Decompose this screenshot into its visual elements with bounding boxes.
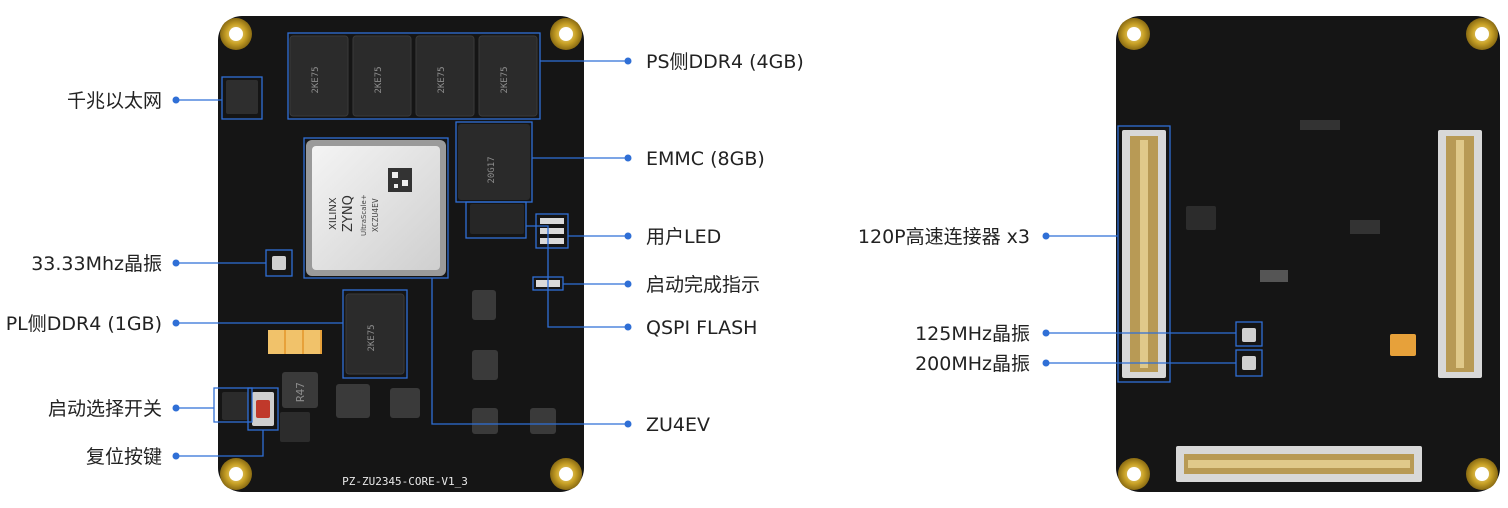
back-components <box>1186 120 1416 370</box>
front-silkscreen: PZ-ZU2345-CORE-V1_3 <box>342 475 468 488</box>
label-boot-done: 启动完成指示 <box>646 274 760 296</box>
label-crystal-33m: 33.33Mhz晶振 <box>31 253 162 275</box>
pl-ddr4-chip <box>345 293 405 375</box>
box-user-led <box>535 213 569 249</box>
box-ps-ddr4 <box>287 32 541 120</box>
ps-ddr4-chips: 2KE75 2KE75 2KE75 2KE75 <box>289 35 538 117</box>
label-reset: 复位按键 <box>86 446 162 468</box>
connector-right <box>1438 130 1482 378</box>
back-mount-holes <box>1118 18 1498 490</box>
crystal-33m <box>272 256 286 270</box>
dot-crystal <box>172 259 180 267</box>
box-ethernet <box>221 76 263 120</box>
fpga-family-text: ZYNQ <box>341 195 356 232</box>
dot-crystal-125m <box>1042 329 1050 337</box>
power-components: R47 <box>268 290 556 442</box>
boot-switch <box>222 392 248 420</box>
box-boot-switch <box>213 387 253 423</box>
ethernet-phy-chip <box>226 80 258 114</box>
dot-boot-switch <box>172 404 180 412</box>
emmc-chip <box>458 124 530 200</box>
qspi-flash-chip <box>470 204 524 234</box>
user-leds <box>540 218 564 244</box>
dot-ps-ddr4 <box>624 57 632 65</box>
pl-ddr-marking: 2KE75 <box>367 324 377 351</box>
fpga-series-text: UltraScale+ <box>360 194 368 236</box>
label-crystal-125m: 125MHz晶振 <box>915 323 1030 345</box>
front-board: 2KE75 2KE75 2KE75 2KE75 XILINX ZYNQ Ultr… <box>172 16 632 492</box>
dot-connector <box>1042 232 1050 240</box>
box-qspi <box>465 201 527 239</box>
label-qspi: QSPI FLASH <box>646 317 757 339</box>
back-board <box>1042 16 1500 492</box>
ddr-marking-1: 2KE75 <box>311 66 321 93</box>
dot-ethernet <box>172 96 180 104</box>
fpga-chip: XILINX ZYNQ UltraScale+ XCZU4EV <box>306 140 446 276</box>
back-pcb <box>1116 16 1500 492</box>
dot-reset <box>172 452 180 460</box>
ddr-marking-4: 2KE75 <box>500 66 510 93</box>
box-pl-ddr4 <box>342 289 408 379</box>
label-connector: 120P高速连接器 x3 <box>858 226 1030 248</box>
label-emmc: EMMC (8GB) <box>646 148 765 170</box>
box-connector-left <box>1117 125 1171 383</box>
label-ethernet: 千兆以太网 <box>67 90 162 112</box>
front-left-labels: 千兆以太网 33.33Mhz晶振 PL侧DDR4 (1GB) 启动选择开关 复位… <box>6 90 162 468</box>
reset-button <box>252 392 274 426</box>
connector-bottom <box>1176 446 1422 482</box>
box-fpga <box>303 137 449 279</box>
ddr-marking-3: 2KE75 <box>437 66 447 93</box>
fpga-brand-text: XILINX <box>328 197 339 230</box>
dot-pl-ddr4 <box>172 319 180 327</box>
fpga-part-text: XCZU4EV <box>371 198 380 232</box>
label-pl-ddr4: PL侧DDR4 (1GB) <box>6 313 162 335</box>
label-crystal-200m: 200MHz晶振 <box>915 353 1030 375</box>
connector-left <box>1122 130 1166 378</box>
label-boot-switch: 启动选择开关 <box>48 398 162 420</box>
label-ps-ddr4: PS侧DDR4 (4GB) <box>646 51 804 73</box>
leader-reset <box>176 430 264 457</box>
dot-emmc <box>624 154 632 162</box>
inductor-marking: R47 <box>294 382 307 402</box>
emmc-marking: 20G17 <box>487 156 497 183</box>
back-labels: 120P高速连接器 x3 125MHz晶振 200MHz晶振 <box>858 226 1030 375</box>
leader-qspi <box>526 225 628 328</box>
ddr-marking-2: 2KE75 <box>374 66 384 93</box>
label-user-led: 用户LED <box>646 226 721 248</box>
box-crystal-125m <box>1235 321 1263 347</box>
dot-boot-done <box>624 280 632 288</box>
front-mount-holes <box>220 18 582 490</box>
dot-qspi <box>624 323 632 331</box>
label-zu4ev: ZU4EV <box>646 414 710 436</box>
dot-user-led <box>624 232 632 240</box>
front-right-labels: PS侧DDR4 (4GB) EMMC (8GB) 用户LED 启动完成指示 QS… <box>646 51 804 436</box>
leader-zu4ev <box>431 278 628 425</box>
dot-crystal-200m <box>1042 359 1050 367</box>
dot-zu4ev <box>624 420 632 428</box>
